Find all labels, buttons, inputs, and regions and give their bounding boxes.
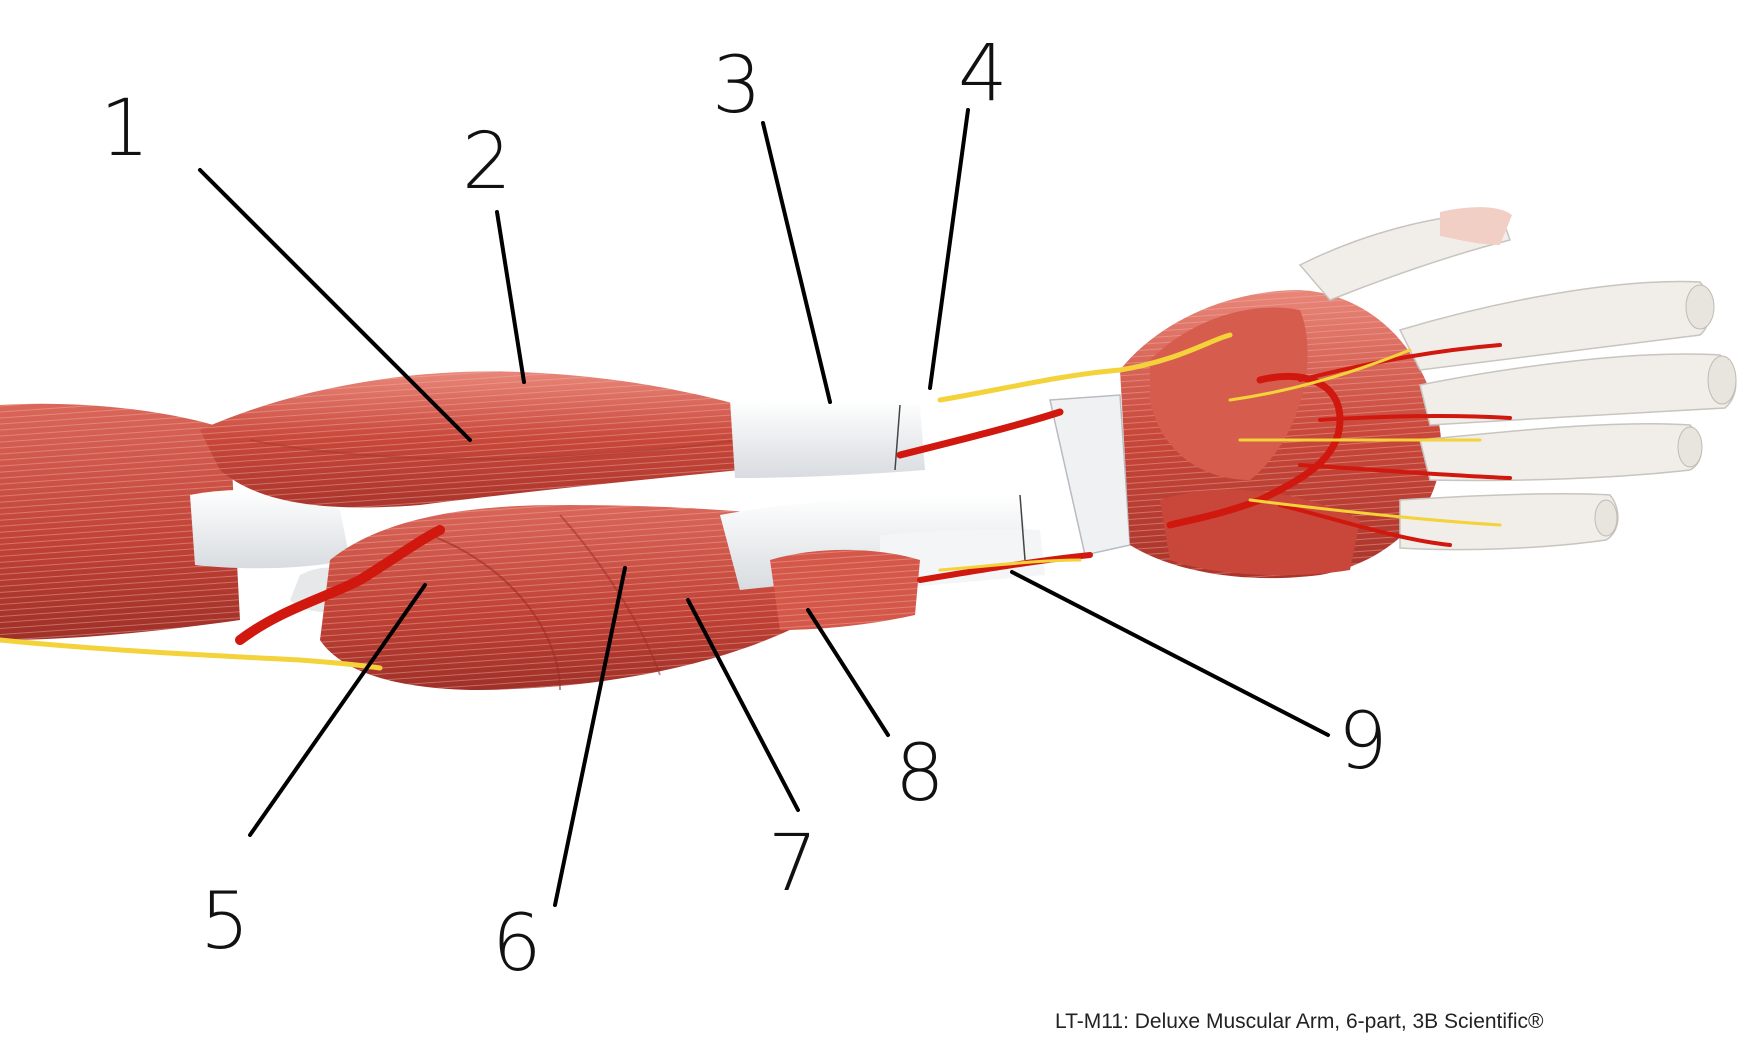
label-3: 3 [712,41,762,131]
label-6: 6 [492,899,542,989]
label-4: 4 [958,29,1008,119]
label-7: 7 [768,819,818,909]
label-9: 9 [1338,697,1388,787]
forearm-tendon-upper [730,399,925,478]
label-8: 8 [895,729,945,819]
nerves [0,332,1502,671]
leader-line-6 [553,566,627,907]
arteries [235,343,1512,645]
leader-line-3 [761,121,832,404]
leader-lines [198,108,1330,907]
leader-line-8 [806,608,890,737]
label-2: 2 [462,117,512,207]
leader-line-4 [928,108,970,390]
labels: 1 2 3 4 5 6 7 8 9 [100,29,1388,989]
leader-line-2 [495,210,526,384]
elbow-tendon [190,490,350,569]
caption: LT-M11: Deluxe Muscular Arm, 6-part, 3B … [1055,1010,1544,1033]
arm-model [0,207,1737,691]
label-5: 5 [200,877,250,967]
wrist-retinaculum [1049,394,1131,556]
leader-line-9 [1010,570,1330,737]
finger-little [1399,493,1619,551]
leader-line-1 [198,168,472,442]
label-1: 1 [100,84,150,174]
leader-line-5 [248,583,427,837]
leader-line-7 [686,598,800,812]
finger-ring [1419,422,1702,482]
